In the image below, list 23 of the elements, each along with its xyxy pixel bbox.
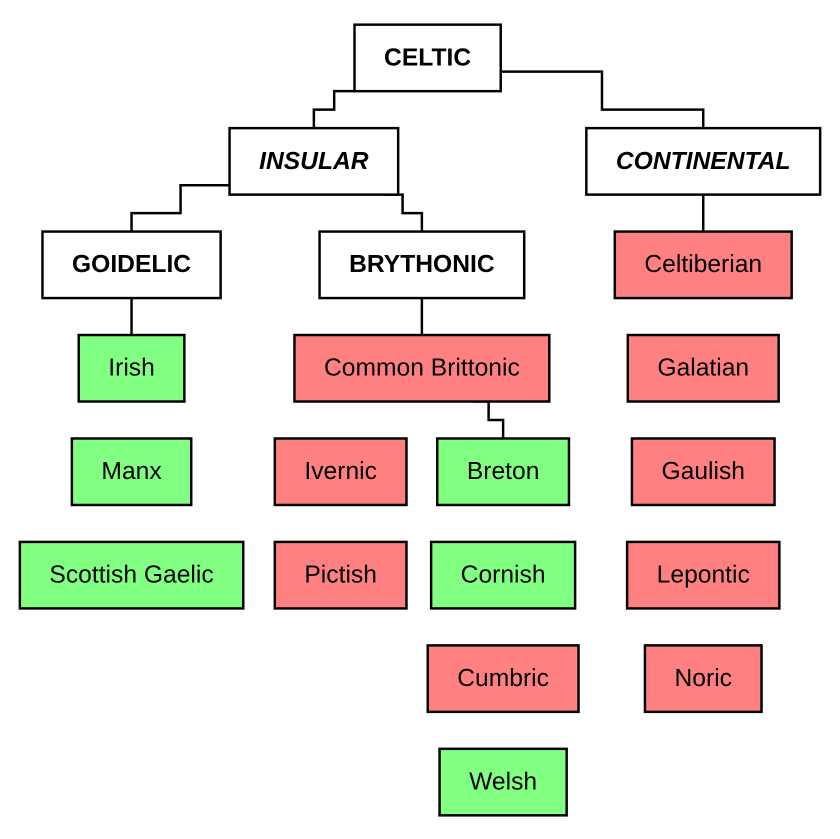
node-box: INSULAR (228, 126, 400, 196)
node-box: CELTIC (353, 22, 502, 92)
node-box: Lepontic (626, 540, 781, 610)
node-box: CONTINENTAL (585, 126, 822, 196)
node-box: Irish (77, 333, 186, 402)
node-box: Cornish (430, 540, 576, 610)
node-box: Welsh (438, 747, 568, 816)
node-box: Manx (70, 436, 192, 506)
node-box: Common Brittonic (293, 333, 551, 402)
node-box: Gaulish (630, 436, 776, 506)
connector (130, 184, 230, 232)
node-box: Celtiberian (614, 230, 793, 299)
node-box: BRYTHONIC (318, 230, 526, 299)
node-box: Scottish Gaelic (18, 540, 244, 610)
node-box: Ivernic (274, 436, 408, 506)
node-box: Pictish (274, 540, 408, 610)
node-box: Galatian (626, 333, 780, 402)
node-box: Breton (436, 436, 570, 506)
connector (312, 89, 354, 129)
node-box: GOIDELIC (41, 230, 222, 299)
node-box: Cumbric (426, 644, 580, 713)
connector (500, 70, 704, 129)
node-box: Noric (644, 644, 763, 713)
